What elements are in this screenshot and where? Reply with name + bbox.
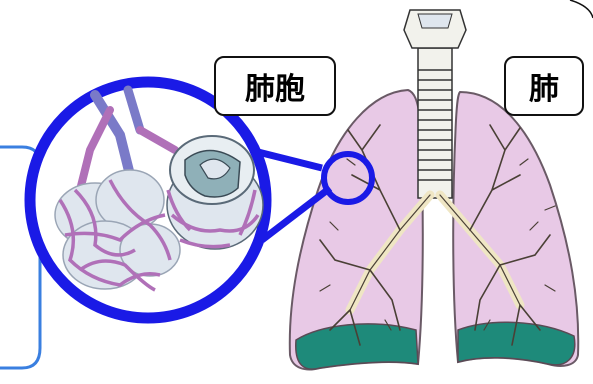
page-edge-curve [570,0,593,18]
alveolar-cluster-left [55,170,180,290]
alveoli-label: 肺胞 [214,56,336,116]
lung-label: 肺 [504,56,584,116]
alveolar-cluster-right [167,136,263,249]
